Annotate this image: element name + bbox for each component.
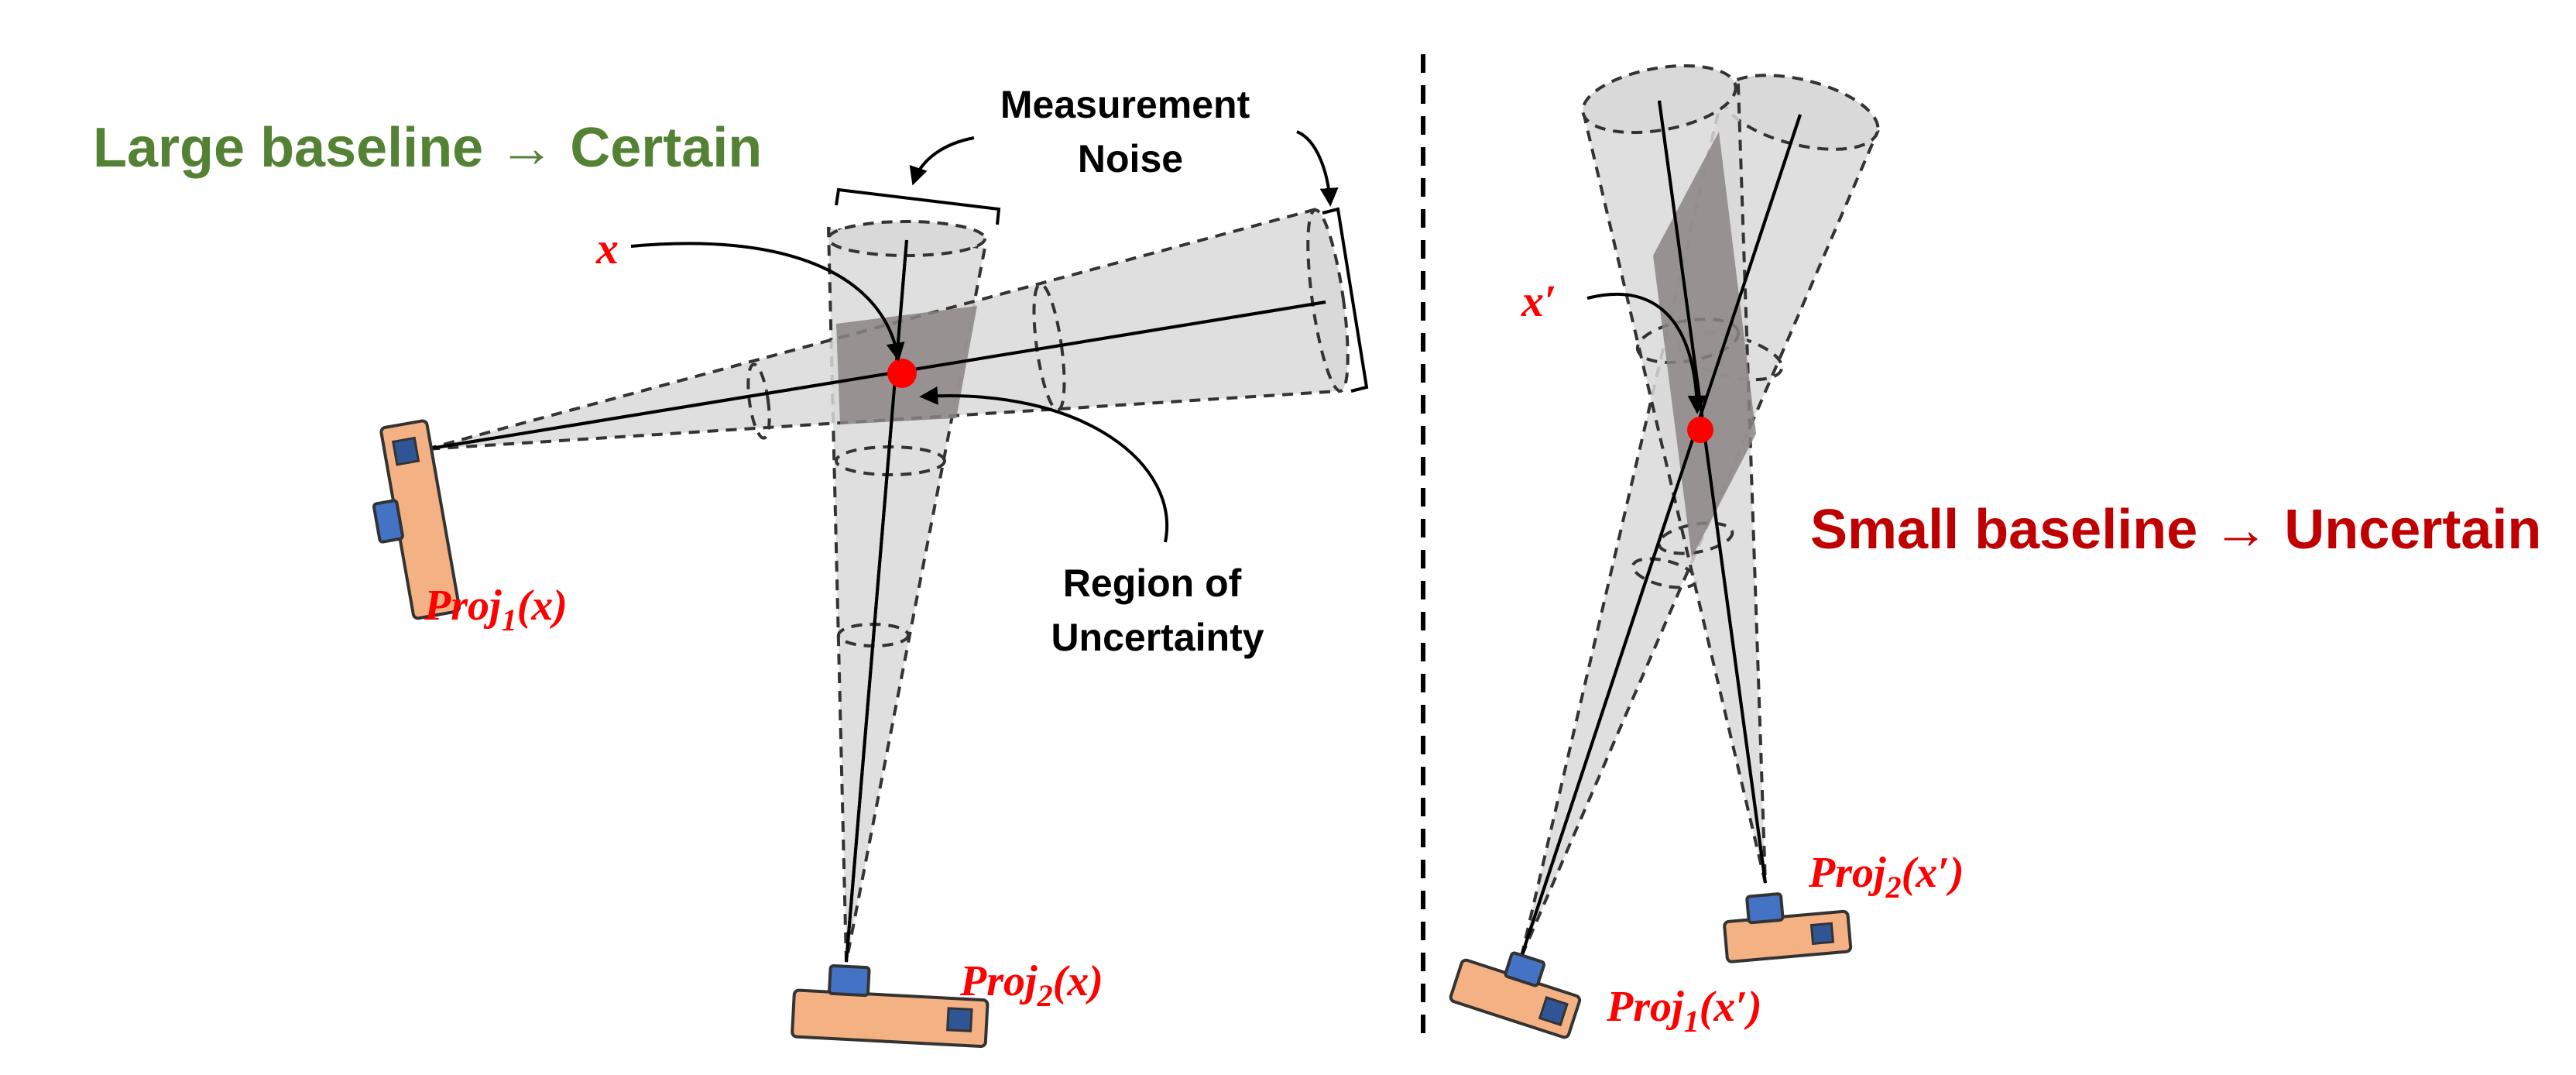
left-annotation-arrows — [630, 130, 1339, 543]
camera-icon — [791, 963, 990, 1049]
right-camera-2 — [1723, 892, 1853, 963]
right-panel: Small baseline → Uncertain x′ Proj2(x′) … — [1449, 64, 2541, 1039]
measurement-noise-brackets — [835, 187, 1369, 393]
right-proj1-label: Proj1(x′) — [1606, 983, 1762, 1039]
left-panel: Large baseline → Certain x Measurement N… — [93, 83, 1369, 1049]
measurement-noise-label: Measurement Noise — [1000, 83, 1261, 180]
right-proj2-label: Proj2(x′) — [1808, 849, 1964, 905]
left-camera-2 — [791, 963, 990, 1049]
left-proj1-label: Proj1(x) — [424, 582, 568, 637]
right-camera-1 — [1449, 951, 1582, 1039]
left-point-label: x — [595, 223, 619, 273]
left-camera-1 — [372, 419, 461, 620]
right-annotation-arrow — [1586, 293, 1706, 414]
right-point-x-prime — [1687, 417, 1713, 443]
left-point-x — [887, 359, 917, 388]
right-point-label: x′ — [1521, 276, 1556, 326]
right-title: Small baseline → Uncertain — [1810, 499, 2541, 561]
camera-icon — [1723, 892, 1853, 963]
region-of-uncertainty-label: Region of Uncertainty — [1051, 562, 1264, 659]
camera-icon — [1449, 951, 1582, 1039]
left-proj2-label: Proj2(x) — [959, 957, 1103, 1013]
camera-icon — [372, 419, 461, 620]
left-title: Large baseline → Certain — [93, 117, 762, 179]
